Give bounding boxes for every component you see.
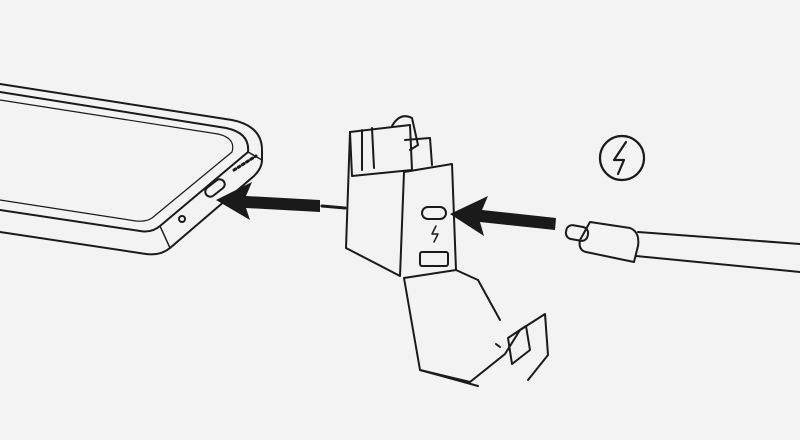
lightning-bolt-icon [598,134,646,182]
arrow-left-icon [450,196,556,236]
adapter-icon [320,115,549,387]
usb-port-icon [204,178,226,198]
lightning-bolt-icon [431,225,439,243]
phone-icon [0,83,263,256]
usb-port-icon [421,206,447,220]
headphone-jack-icon [178,215,186,223]
speaker-grille-icon [232,154,258,172]
arrow-left-icon [216,182,320,220]
usb-c-cable-icon [564,221,800,273]
